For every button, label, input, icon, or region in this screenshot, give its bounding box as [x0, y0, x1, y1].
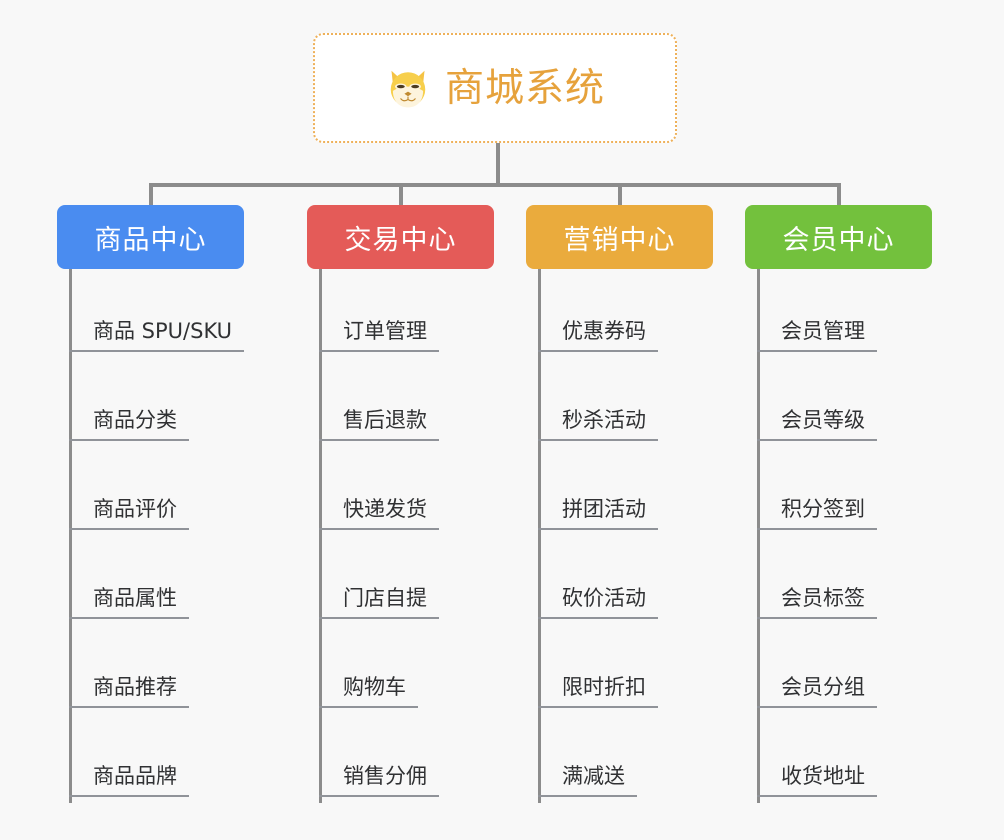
- leaf-item-label: 会员标签: [757, 582, 877, 619]
- list-item[interactable]: 砍价活动: [538, 536, 713, 625]
- leaf-item-label: 收货地址: [757, 760, 877, 797]
- list-item[interactable]: 会员管理: [757, 269, 932, 358]
- leaf-item-label: 会员分组: [757, 671, 877, 708]
- leaf-item-label: 砍价活动: [538, 582, 658, 619]
- list-item[interactable]: 销售分佣: [319, 714, 494, 803]
- connector-drop-3: [618, 183, 622, 208]
- category-column-1: 商品中心商品 SPU/SKU 商品分类商品评价商品属性商品推荐商品品牌: [57, 205, 245, 803]
- list-item[interactable]: 会员分组: [757, 625, 932, 714]
- category-header-3[interactable]: 营销中心: [526, 205, 713, 269]
- leaf-item-label: 售后退款: [319, 404, 439, 441]
- leaf-item-label: 门店自提: [319, 582, 439, 619]
- leaf-item-label: 商品分类: [69, 404, 189, 441]
- list-item[interactable]: 秒杀活动: [538, 358, 713, 447]
- leaf-item-label: 购物车: [319, 671, 418, 708]
- list-item[interactable]: 订单管理: [319, 269, 494, 358]
- category-column-3: 营销中心优惠券码秒杀活动拼团活动砍价活动限时折扣满减送: [526, 205, 713, 803]
- category-column-4: 会员中心会员管理会员等级积分签到会员标签会员分组收货地址: [745, 205, 932, 803]
- list-item[interactable]: 限时折扣: [538, 625, 713, 714]
- category-header-2[interactable]: 交易中心: [307, 205, 494, 269]
- list-item[interactable]: 购物车: [319, 625, 494, 714]
- list-item[interactable]: 快递发货: [319, 447, 494, 536]
- leaf-list-1: 商品 SPU/SKU 商品分类商品评价商品属性商品推荐商品品牌: [69, 269, 245, 803]
- leaf-item-label: 商品 SPU/SKU: [69, 315, 245, 352]
- leaf-item-label: 积分签到: [757, 493, 877, 530]
- list-item[interactable]: 商品评价: [69, 447, 244, 536]
- leaf-item-label: 商品属性: [69, 582, 189, 619]
- list-item[interactable]: 优惠券码: [538, 269, 713, 358]
- connector-drop-4: [837, 183, 841, 208]
- connector-drop-1: [149, 183, 153, 208]
- leaf-item-label: 秒杀活动: [538, 404, 658, 441]
- list-item[interactable]: 积分签到: [757, 447, 932, 536]
- connector-bus: [149, 183, 839, 187]
- leaf-item-label: 满减送: [538, 760, 637, 797]
- leaf-item-label: 拼团活动: [538, 493, 658, 530]
- list-item[interactable]: 拼团活动: [538, 447, 713, 536]
- list-item[interactable]: 门店自提: [319, 536, 494, 625]
- leaf-list-2: 订单管理售后退款快递发货门店自提购物车销售分佣: [319, 269, 494, 803]
- list-item[interactable]: 商品品牌: [69, 714, 244, 803]
- leaf-item-label: 订单管理: [319, 315, 439, 352]
- list-item[interactable]: 商品 SPU/SKU: [69, 269, 245, 358]
- list-item[interactable]: 会员等级: [757, 358, 932, 447]
- leaf-item-label: 快递发货: [319, 493, 439, 530]
- leaf-item-label: 商品品牌: [69, 760, 189, 797]
- list-item[interactable]: 商品分类: [69, 358, 244, 447]
- leaf-item-label: 限时折扣: [538, 671, 658, 708]
- shiba-dog-icon: [390, 70, 426, 109]
- list-item[interactable]: 会员标签: [757, 536, 932, 625]
- leaf-item-label: 会员等级: [757, 404, 877, 441]
- list-item[interactable]: 商品推荐: [69, 625, 244, 714]
- list-item[interactable]: 售后退款: [319, 358, 494, 447]
- leaf-item-label: 优惠券码: [538, 315, 658, 352]
- leaf-list-3: 优惠券码秒杀活动拼团活动砍价活动限时折扣满减送: [538, 269, 713, 803]
- list-item[interactable]: 满减送: [538, 714, 713, 803]
- leaf-item-label: 商品推荐: [69, 671, 189, 708]
- root-node[interactable]: 商城系统: [313, 33, 677, 143]
- connector-drop-2: [399, 183, 403, 208]
- leaf-list-4: 会员管理会员等级积分签到会员标签会员分组收货地址: [757, 269, 932, 803]
- category-column-2: 交易中心订单管理售后退款快递发货门店自提购物车销售分佣: [307, 205, 494, 803]
- list-item[interactable]: 商品属性: [69, 536, 244, 625]
- category-header-1[interactable]: 商品中心: [57, 205, 244, 269]
- list-item[interactable]: 收货地址: [757, 714, 932, 803]
- leaf-item-label: 商品评价: [69, 493, 189, 530]
- connector-stem: [496, 143, 500, 185]
- root-title: 商城系统: [444, 65, 605, 111]
- category-header-4[interactable]: 会员中心: [745, 205, 932, 269]
- leaf-item-label: 会员管理: [757, 315, 877, 352]
- leaf-item-label: 销售分佣: [319, 760, 439, 797]
